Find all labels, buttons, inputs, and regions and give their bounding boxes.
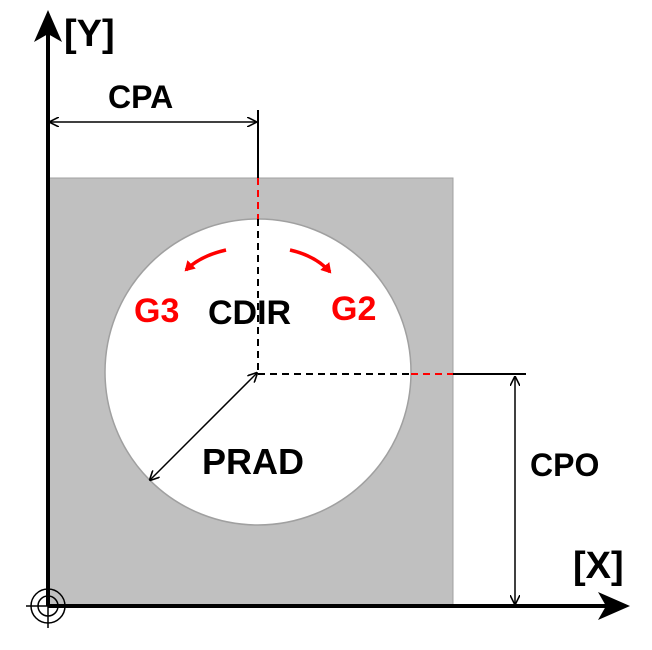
origin-crosshair-icon: [26, 584, 70, 628]
y-axis: [34, 10, 62, 606]
prad-label: PRAD: [202, 441, 304, 482]
g2-label: G2: [331, 290, 376, 328]
counterclockwise-arrow-icon: [184, 248, 227, 272]
cdir-label: CDIR: [208, 294, 291, 332]
prad-dimension-line: [150, 373, 257, 480]
cpa-label: CPA: [108, 79, 173, 115]
y-axis-label: [Y]: [64, 13, 115, 55]
y-axis-arrow-icon: [34, 10, 62, 42]
cpo-label: CPO: [530, 447, 599, 483]
clockwise-arrow-icon: [289, 248, 332, 274]
x-axis-label: [X]: [573, 545, 624, 587]
g3-label: G3: [134, 292, 179, 330]
x-axis: [48, 592, 630, 620]
x-axis-arrow-icon: [598, 592, 630, 620]
